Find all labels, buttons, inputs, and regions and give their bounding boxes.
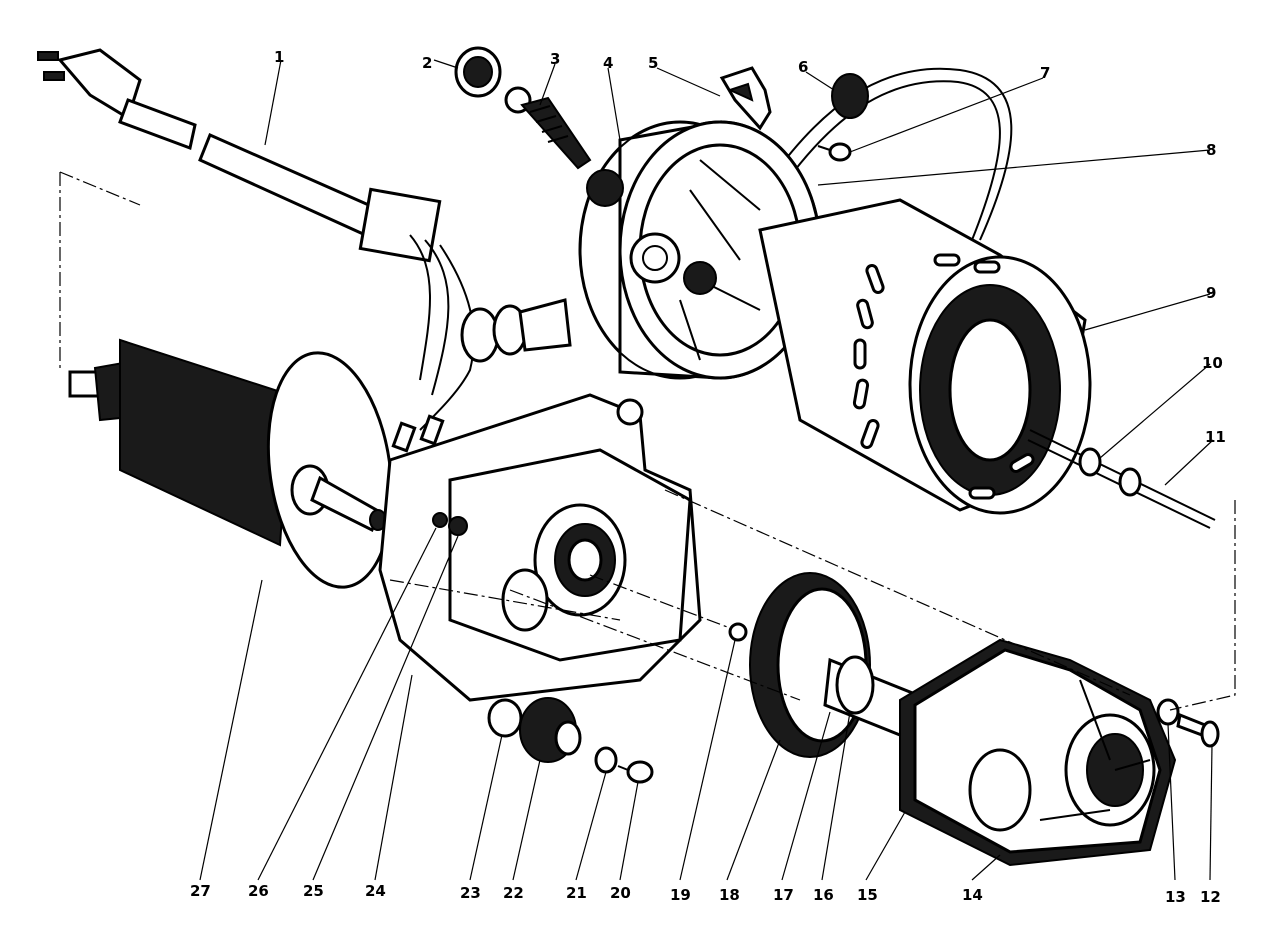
callout-10: 10 bbox=[1202, 354, 1223, 372]
alignment-lines bbox=[59, 171, 1236, 711]
power-cord-assembly bbox=[37, 48, 475, 453]
cooling-slots bbox=[852, 253, 1035, 500]
callout-18: 18 bbox=[719, 886, 740, 904]
callout-7: 7 bbox=[1040, 64, 1050, 82]
callout-27: 27 bbox=[190, 882, 211, 900]
callout-22: 22 bbox=[503, 884, 524, 902]
callout-4: 4 bbox=[603, 54, 613, 72]
field-housing bbox=[758, 198, 1092, 515]
callout-3: 3 bbox=[550, 50, 560, 68]
callout-2: 2 bbox=[422, 54, 432, 72]
wire-grommet-loop bbox=[769, 67, 1013, 241]
callout-1: 1 bbox=[274, 48, 284, 66]
callout-17: 17 bbox=[773, 886, 794, 904]
callout-24: 24 bbox=[365, 882, 386, 900]
gear-housing bbox=[378, 393, 702, 702]
callout-25: 25 bbox=[303, 882, 324, 900]
callout-12: 12 bbox=[1200, 888, 1221, 906]
callout-11: 11 bbox=[1205, 428, 1226, 446]
thrust-ball bbox=[728, 622, 748, 642]
callout-15: 15 bbox=[857, 886, 878, 904]
brush-and-spring bbox=[504, 86, 592, 170]
callout-14: 14 bbox=[962, 886, 983, 904]
callout-20: 20 bbox=[610, 884, 631, 902]
armature bbox=[68, 338, 394, 589]
cover-washer-and-screw bbox=[1156, 698, 1220, 748]
callout-19: 19 bbox=[670, 886, 691, 904]
callout-6: 6 bbox=[798, 58, 808, 76]
callout-labels: 1 2 3 4 5 6 7 8 9 10 11 12 13 14 15 16 1… bbox=[190, 48, 1226, 906]
brush-housing bbox=[578, 120, 822, 380]
gasket-and-gear-cover bbox=[899, 638, 1177, 867]
leader-lines bbox=[199, 59, 1214, 881]
small-screw bbox=[817, 142, 852, 162]
callout-8: 8 bbox=[1206, 141, 1216, 159]
brush-holder-clip bbox=[719, 66, 772, 131]
callout-23: 23 bbox=[460, 884, 481, 902]
callout-9: 9 bbox=[1206, 284, 1216, 302]
callout-26: 26 bbox=[248, 882, 269, 900]
brush-cap bbox=[454, 46, 502, 98]
callout-13: 13 bbox=[1165, 888, 1186, 906]
callout-16: 16 bbox=[813, 886, 834, 904]
callout-5: 5 bbox=[648, 54, 658, 72]
pinion-gear bbox=[487, 697, 582, 763]
through-bolt bbox=[1027, 429, 1216, 529]
cord-strain-relief bbox=[460, 298, 572, 363]
callout-21: 21 bbox=[566, 884, 587, 902]
